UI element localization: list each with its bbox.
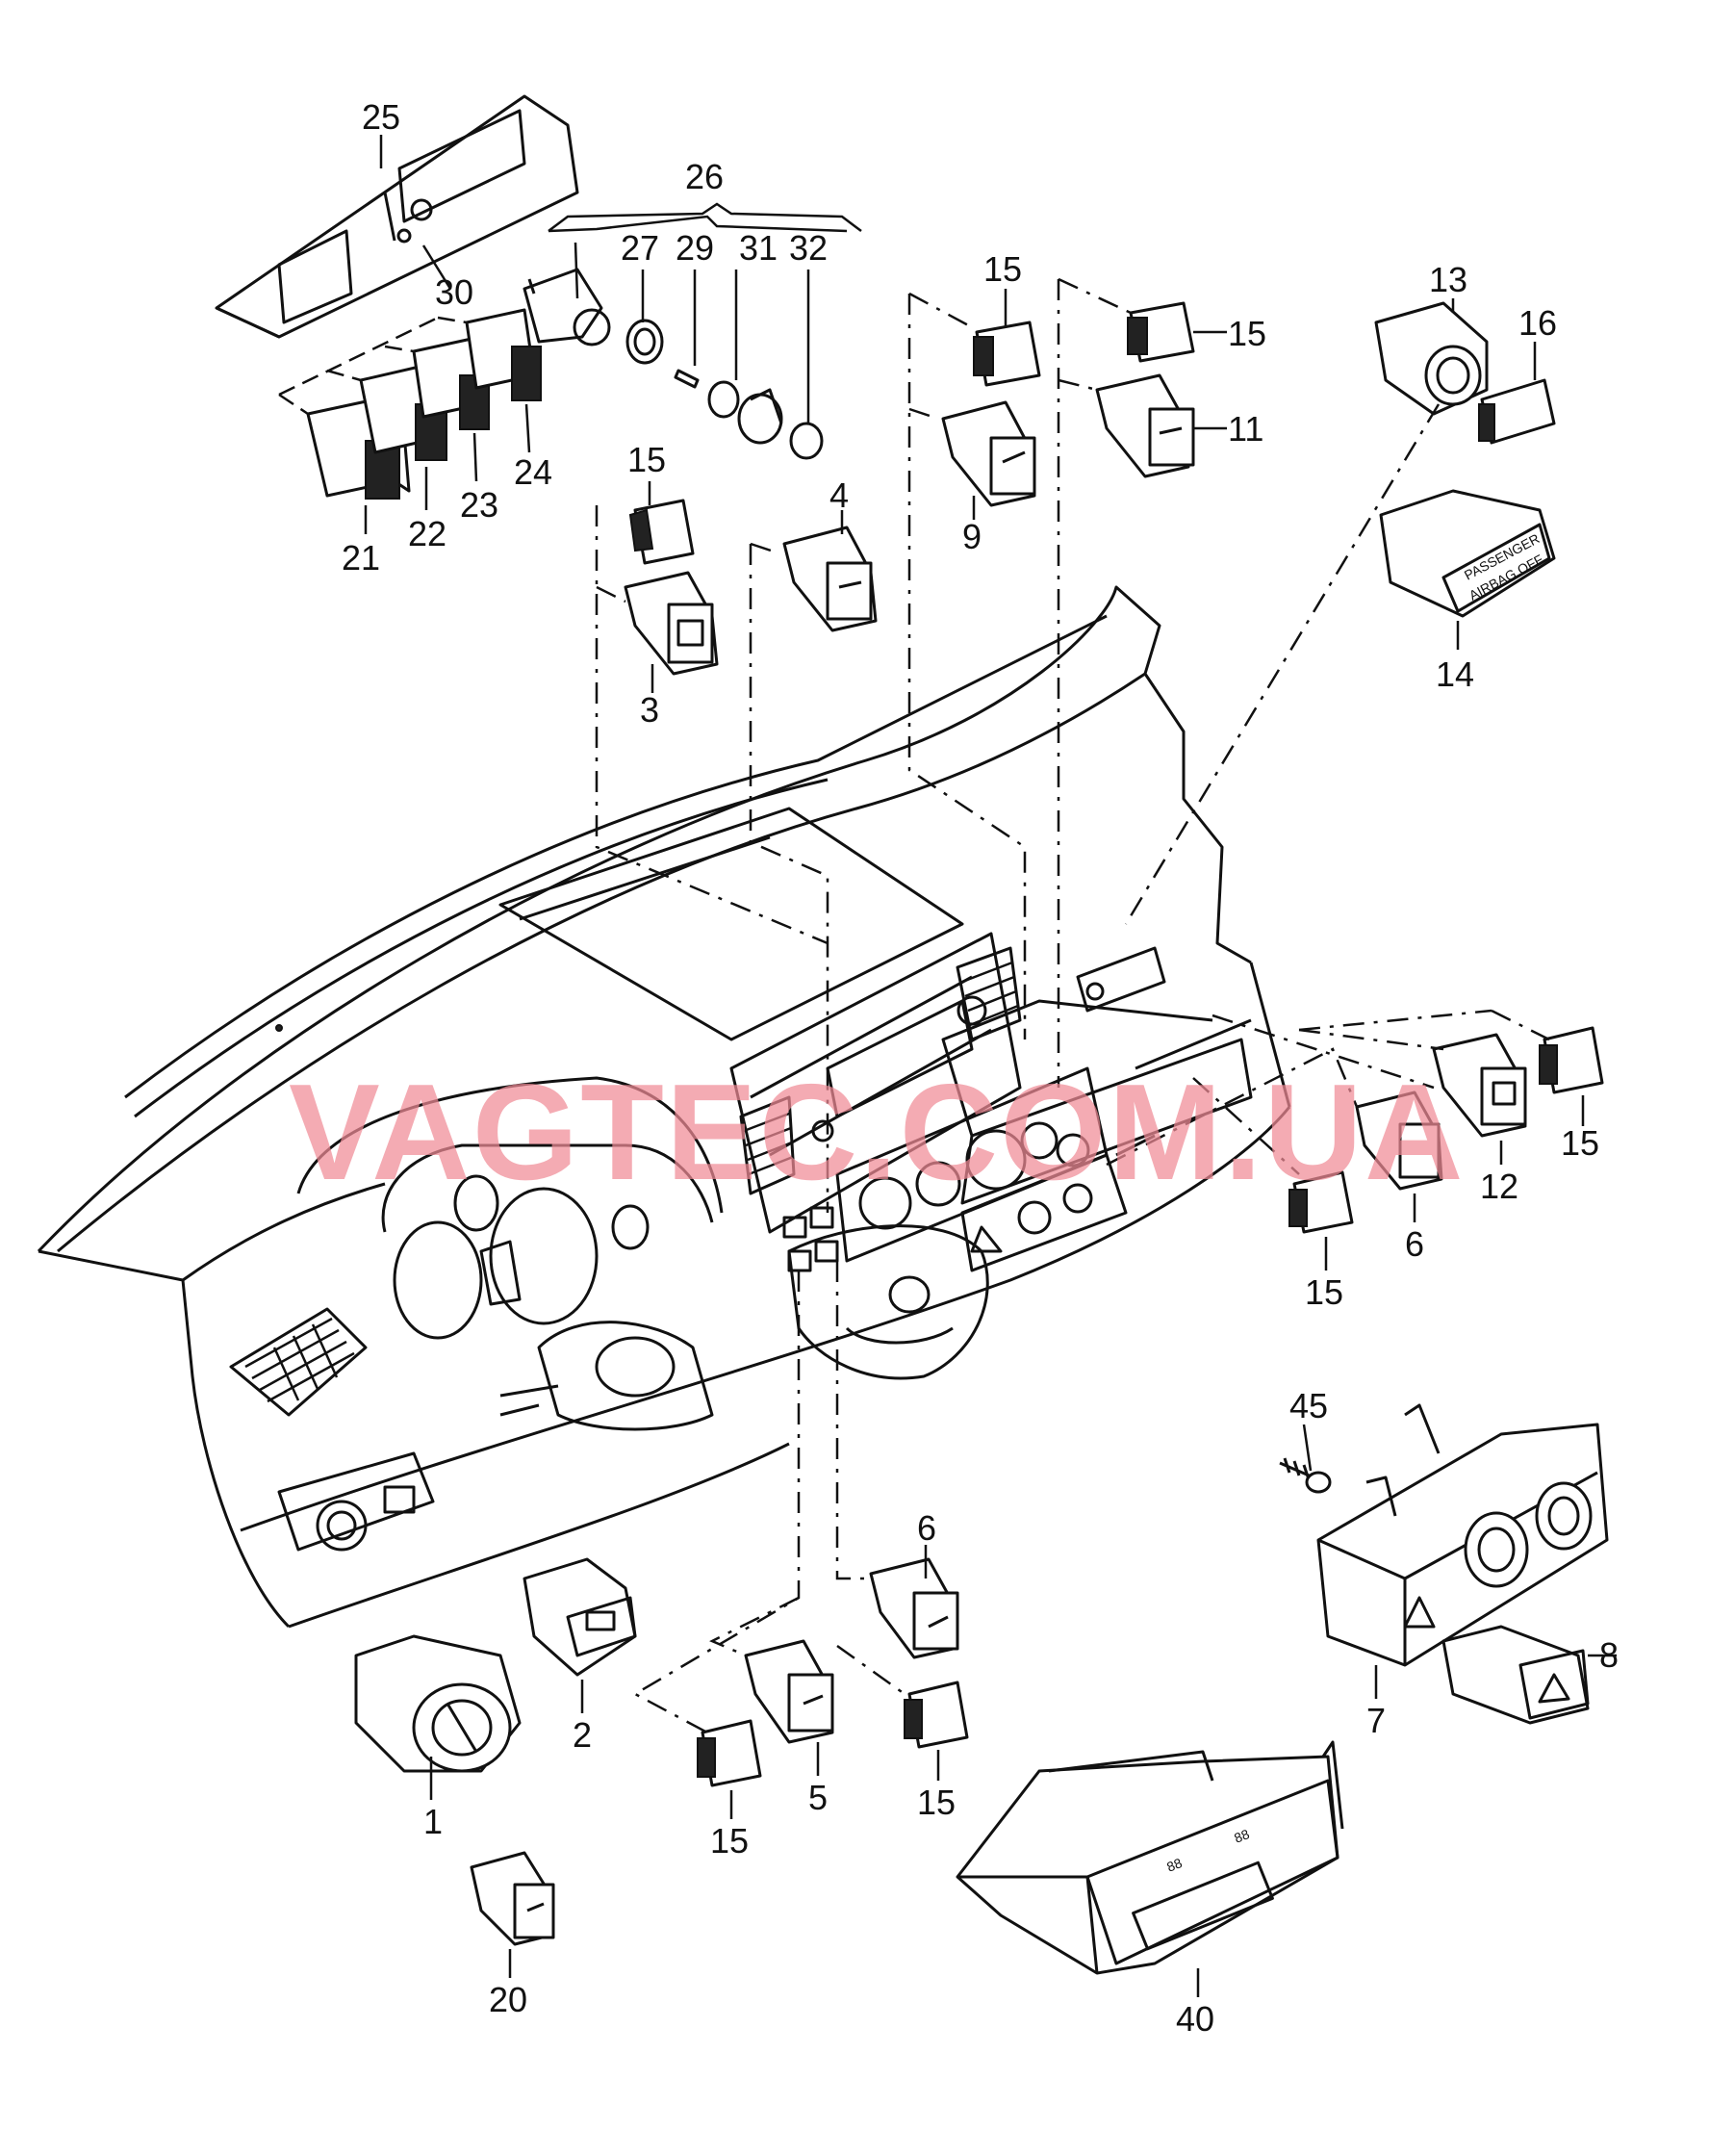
blank-cap-15-f <box>697 1719 762 1787</box>
callout-32: 32 <box>789 228 828 268</box>
callout-25: 25 <box>362 97 400 137</box>
switch-20 <box>470 1851 555 1946</box>
assembly-lines <box>278 277 1550 1734</box>
callout-1: 1 <box>423 1802 443 1841</box>
blank-cap-15-e <box>1288 1170 1354 1234</box>
switch-5 <box>744 1639 834 1744</box>
dashboard-illustration <box>37 585 1291 1629</box>
blank-cap-15-b <box>973 321 1041 387</box>
switch-13 <box>1374 301 1489 416</box>
callout-15-a: 15 <box>627 440 666 479</box>
callout-9: 9 <box>962 517 982 556</box>
ignition-lock-26 <box>523 268 611 346</box>
rocker-switch-24 <box>465 308 542 401</box>
switch-3 <box>624 571 719 676</box>
callout-labels: 25 26 27 29 31 32 30 21 22 23 24 15 3 4 … <box>342 97 1619 2039</box>
callout-45: 45 <box>1289 1386 1328 1425</box>
airbag-switch-14: PASSENGER AIRBAG OFF <box>1379 489 1556 618</box>
callout-15-d: 15 <box>1561 1123 1599 1163</box>
light-switch-1 <box>354 1634 522 1773</box>
callout-13: 13 <box>1429 260 1467 299</box>
hazard-switch-8 <box>1441 1625 1590 1725</box>
callout-22: 22 <box>408 514 446 553</box>
callout-15-f: 15 <box>710 1821 749 1861</box>
callout-6-right: 6 <box>1405 1224 1424 1264</box>
callout-11: 11 <box>1228 409 1263 449</box>
switch-6-lower <box>869 1557 959 1659</box>
callout-3: 3 <box>640 690 659 730</box>
callout-15-g: 15 <box>917 1783 956 1822</box>
callout-7: 7 <box>1366 1701 1386 1740</box>
callout-21: 21 <box>342 538 380 578</box>
callout-2: 2 <box>573 1715 592 1755</box>
callout-29: 29 <box>676 228 714 268</box>
callout-12: 12 <box>1480 1167 1518 1206</box>
callout-6-lower: 6 <box>917 1508 936 1548</box>
switch-2 <box>523 1557 637 1677</box>
switch-9 <box>941 400 1036 507</box>
switch-11 <box>1095 373 1195 478</box>
climate-display-left: 88 <box>1164 1855 1185 1875</box>
blank-cap-15-g <box>904 1681 969 1749</box>
blank-cap-15-d <box>1539 1026 1604 1094</box>
leader-lines <box>364 135 1617 1997</box>
cap-32 <box>789 422 824 460</box>
blank-cap-15-a <box>628 499 695 565</box>
callout-24: 24 <box>514 452 552 492</box>
callout-31: 31 <box>739 228 778 268</box>
callout-14: 14 <box>1436 654 1474 694</box>
washer-27 <box>625 319 664 365</box>
callout-5: 5 <box>808 1778 828 1817</box>
blank-cap-15-c <box>1127 301 1195 363</box>
callout-30: 30 <box>435 272 473 312</box>
trim-panel-25 <box>215 94 579 339</box>
switch-12 <box>1432 1033 1527 1138</box>
callout-23: 23 <box>460 485 498 525</box>
watermark: VAGTEC.COM.UA <box>289 1056 1465 1209</box>
callout-26: 26 <box>685 157 724 196</box>
climate-control-7 <box>1316 1403 1609 1667</box>
switch-4 <box>782 526 878 632</box>
callout-15-b: 15 <box>983 249 1022 289</box>
switch-6-right <box>1355 1091 1443 1191</box>
callout-16: 16 <box>1518 303 1557 343</box>
callout-27: 27 <box>621 228 659 268</box>
callout-20: 20 <box>489 1980 527 2019</box>
climatronic-unit-40: 88 88 <box>956 1740 1344 1975</box>
callout-8: 8 <box>1599 1635 1619 1675</box>
ring-31 <box>707 380 783 445</box>
blank-cap-16 <box>1478 378 1556 445</box>
callout-15-e: 15 <box>1305 1272 1343 1312</box>
callout-40: 40 <box>1176 1999 1214 2039</box>
screw-45 <box>1279 1457 1332 1494</box>
callout-15-c: 15 <box>1228 314 1266 353</box>
callout-4: 4 <box>829 475 849 515</box>
pin-29 <box>674 369 700 389</box>
climate-display-right: 88 <box>1232 1826 1252 1846</box>
